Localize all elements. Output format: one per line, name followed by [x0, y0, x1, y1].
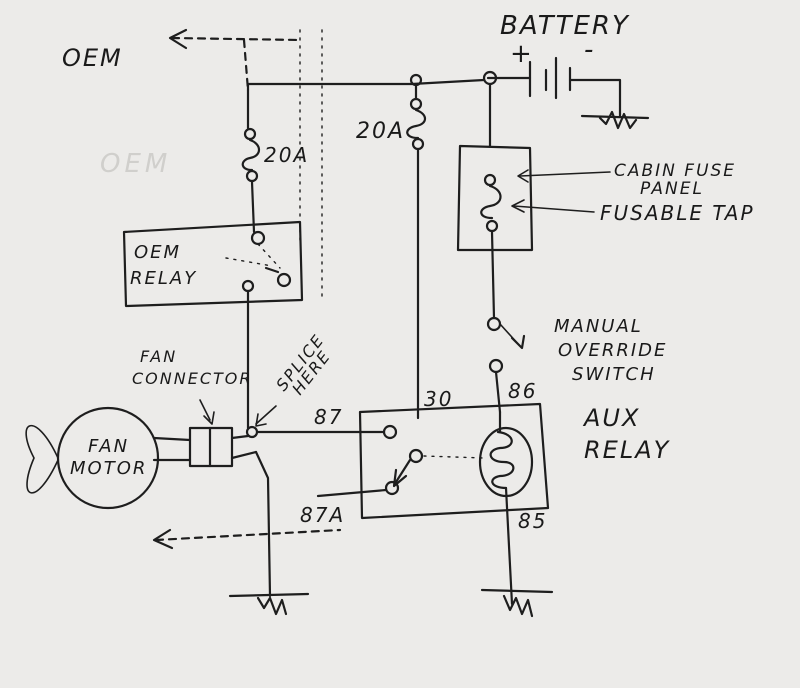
battery-minus-label: - [584, 35, 595, 65]
splice-point [245, 425, 259, 439]
fuse-mid-label: 20A [356, 119, 405, 144]
battery-label: BATTERY [500, 11, 630, 41]
ground-symbol-left [228, 592, 310, 616]
manual-override-label-1: MANUAL [554, 316, 643, 337]
aux-relay-label-1: AUX [582, 404, 640, 432]
arrow-87a-oem [152, 488, 388, 550]
fusable-tap-label: FUSABLE TAP [600, 201, 755, 225]
cabin-fuse-label-2: PANEL [640, 179, 704, 199]
faint-oem-label: OEM [100, 149, 171, 179]
oem-relay-label-2: RELAY [130, 268, 197, 289]
pin-87a-label: 87A [300, 503, 345, 527]
fuse-mid-20a [406, 84, 427, 420]
manual-override-label-3: SWITCH [572, 364, 656, 385]
pin-85-label: 85 [518, 509, 547, 533]
aux-relay-label-2: RELAY [584, 436, 671, 464]
splice-pointer [255, 405, 277, 427]
ground-symbol-right [480, 588, 554, 618]
fusable-tap-pointer [511, 199, 595, 213]
aux-relay-box [358, 402, 550, 606]
cabin-fuse-label-1: CABIN FUSE [614, 161, 736, 181]
fuse-left-20a [241, 88, 261, 234]
top-bus-wire [246, 78, 486, 92]
oem-arrow-top [168, 28, 323, 301]
fan-connector-label-1: FAN [140, 347, 177, 366]
oem-relay-box [122, 220, 304, 308]
battery-ground-symbol [580, 110, 650, 130]
pin-30-label: 30 [424, 387, 453, 411]
oem-relay-label-1: OEM [134, 242, 181, 263]
cabin-fuse-pointer [517, 169, 611, 183]
fan-connector [152, 399, 258, 468]
fan-connector-label-2: CONNECTOR [132, 369, 252, 388]
pin-86-label: 86 [508, 379, 537, 403]
fan-motor [25, 406, 160, 510]
pin-87-label: 87 [314, 405, 343, 429]
battery-symbol [486, 56, 622, 118]
oem-label-top: OEM [62, 44, 123, 72]
fuse-left-label: 20A [264, 143, 309, 167]
wire-fan-to-ground [254, 450, 272, 598]
manual-override-label-2: OVERRIDE [558, 340, 667, 361]
fan-motor-label-2: MOTOR [70, 458, 147, 479]
fan-motor-label-1: FAN [88, 436, 129, 457]
cabin-fuse-panel [456, 82, 534, 320]
battery-plus-label: + [510, 39, 534, 69]
